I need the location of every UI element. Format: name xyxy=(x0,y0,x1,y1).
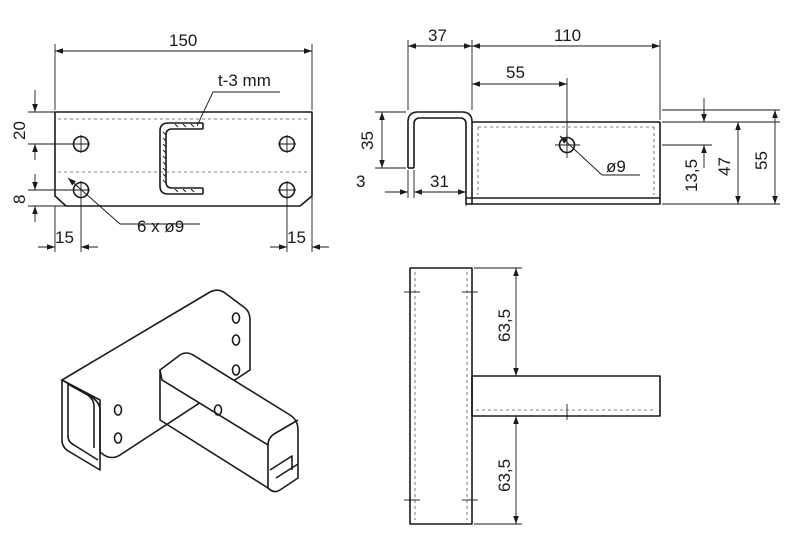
right-edge-dimension: 15 xyxy=(287,228,306,247)
inner-width-dimension: 31 xyxy=(430,172,449,191)
lower-offset-dimension: 63,5 xyxy=(495,459,514,492)
top-plate xyxy=(409,267,473,525)
front-holes xyxy=(72,135,296,199)
iso-cross-channel xyxy=(159,352,299,493)
total-height-dimension: 55 xyxy=(752,151,771,170)
width-dimension: 150 xyxy=(169,31,197,50)
bottom-hole-dimension: 8 xyxy=(10,195,29,204)
hole-height-dimension: 13,5 xyxy=(682,159,701,192)
thickness-label: t-3 mm xyxy=(218,71,271,90)
isometric-view xyxy=(60,289,299,493)
thickness-dimension: 3 xyxy=(356,172,365,191)
channel-section xyxy=(159,122,204,195)
hole-diameter-label: ø9 xyxy=(606,157,626,176)
top-arm xyxy=(471,375,661,417)
iso-main-channel xyxy=(60,289,251,459)
flange-dimension: 37 xyxy=(428,26,447,45)
length-dimension: 110 xyxy=(554,26,581,45)
left-edge-dimension: 15 xyxy=(55,228,74,247)
top-hole-dimension: 20 xyxy=(10,121,29,140)
front-plate-outline xyxy=(54,111,313,207)
front-view: t-3 mm 150 20 8 15 15 6 x ø9 xyxy=(10,31,329,252)
top-view: 63,5 63,5 xyxy=(404,267,661,525)
channel-height-dimension: 35 xyxy=(358,131,377,150)
upper-offset-dimension: 63,5 xyxy=(495,309,514,342)
hole-position-dimension: 55 xyxy=(506,63,525,82)
inner-height-dimension: 47 xyxy=(715,157,734,176)
holes-label: 6 x ø9 xyxy=(137,217,184,236)
side-view: 37 110 55 35 3 31 ø9 13,5 47 55 xyxy=(356,26,780,206)
side-profile xyxy=(407,111,661,205)
